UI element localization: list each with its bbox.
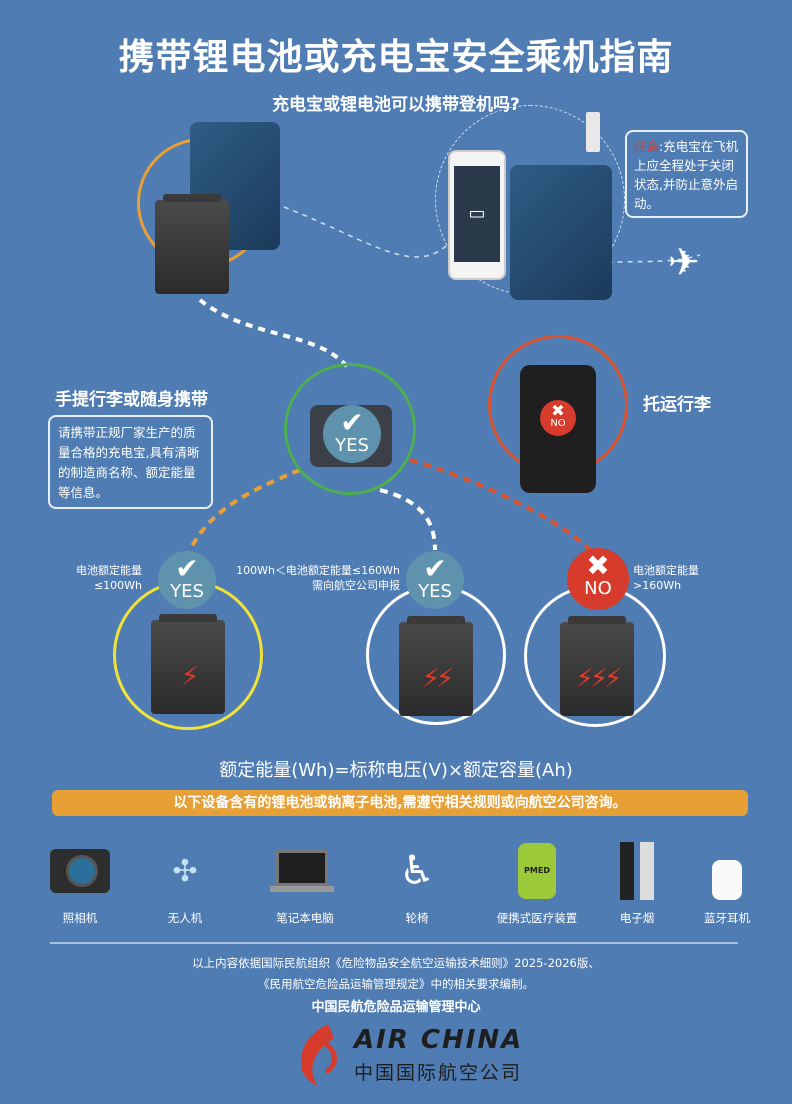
drone-icon: ✣ xyxy=(172,853,198,889)
cross-icon: ✖ xyxy=(551,401,565,420)
no-badge: ✖NO xyxy=(540,400,576,436)
flow-paths xyxy=(188,199,701,552)
badge-text: NO xyxy=(584,578,612,599)
divider xyxy=(50,942,738,944)
battery-icon: ⚡⚡ xyxy=(399,616,473,716)
device-wheelchair: ♿轮椅 xyxy=(372,840,462,926)
yes-badge: ✔YES xyxy=(158,551,216,609)
airplane-icon: ✈ xyxy=(668,240,700,284)
pmed-icon: PMED xyxy=(492,840,582,902)
carry-on-heading: 手提行李或随身携带 xyxy=(55,390,208,410)
bolt-icon: ⚡⚡⚡ xyxy=(575,664,623,694)
carry-on-info: 请携带正规厂家生产的质量合格的充电宝,具有清晰的制造商名称、额定能量等信息。 xyxy=(48,415,213,509)
logo-cn: 中国国际航空公司 xyxy=(354,1062,523,1084)
badge-text: YES xyxy=(170,581,204,602)
checked-heading: 托运行李 xyxy=(643,395,711,415)
powerbank-icon xyxy=(510,165,612,300)
footer-line-1: 以上内容依据国际民航组织《危险物品安全航空运输技术细则》2025-2026版、 xyxy=(192,956,600,970)
wheelchair-icon: ♿ xyxy=(399,848,435,894)
battery-off-icon: ▭ xyxy=(454,166,500,262)
no-badge: ✖NO xyxy=(567,548,629,610)
cross-icon: ✖ xyxy=(586,549,610,582)
logo-en: AIR CHINA xyxy=(354,1025,524,1055)
energy-formula: 额定能量(Wh)=标称电压(V)×额定容量(Ah) xyxy=(219,760,573,781)
battery-icon: ⚡⚡⚡ xyxy=(560,616,634,716)
laptop-icon xyxy=(260,840,350,902)
device-drone: ✣无人机 xyxy=(140,840,230,926)
note-label: 注意 xyxy=(634,139,660,154)
note-text: :充电宝在飞机上应全程处于关闭状态,并防止意外启动。 xyxy=(634,139,739,211)
usb-cable-icon xyxy=(586,112,600,152)
check-icon: ✔ xyxy=(423,552,447,585)
camera-icon xyxy=(35,840,125,902)
note-box: 注意:充电宝在飞机上应全程处于关闭状态,并防止意外启动。 xyxy=(625,130,748,218)
check-icon: ✔ xyxy=(340,406,364,439)
air-china-logo xyxy=(288,1020,348,1094)
page-title: 携带锂电池或充电宝安全乘机指南 xyxy=(118,37,674,78)
ecigarette-icon xyxy=(592,840,682,902)
tier-2-condition: 100Wh＜电池额定能量≤160Wh 需向航空公司申报 xyxy=(236,564,400,592)
footer-org: 中国民航危险品运输管理中心 xyxy=(311,1000,481,1015)
battery-icon: ⚡ xyxy=(151,614,225,714)
footer-line-2: 《民用航空危险品运输管理规定》中的相关要求编制。 xyxy=(258,977,534,991)
device-ecigarette: 电子烟 xyxy=(592,840,682,926)
battery-icon xyxy=(155,194,229,294)
phoenix-icon xyxy=(301,1024,337,1086)
bolt-icon: ⚡ xyxy=(180,662,199,692)
earbuds-icon xyxy=(682,840,772,902)
carry-on-circle xyxy=(284,363,416,495)
tier-3-condition: 电池额定能量 >160Wh xyxy=(633,564,699,592)
bolt-icon: ⚡⚡ xyxy=(421,664,455,694)
phone-icon: ▭ xyxy=(448,150,506,280)
yes-badge: ✔YES xyxy=(406,551,464,609)
device-laptop: 笔记本电脑 xyxy=(260,840,350,926)
tier-1-condition: 电池额定能量 ≤100Wh xyxy=(76,564,142,592)
device-camera: 照相机 xyxy=(35,840,125,926)
badge-text: YES xyxy=(335,435,369,456)
devices-banner: 以下设备含有的锂电池或钠离子电池,需遵守相关规则或向航空公司咨询。 xyxy=(52,790,748,816)
device-earbuds: 蓝牙耳机 xyxy=(682,840,772,926)
yes-badge: ✔YES xyxy=(323,405,381,463)
check-icon: ✔ xyxy=(175,552,199,585)
badge-text: NO xyxy=(550,418,566,429)
badge-text: YES xyxy=(418,581,452,602)
subtitle: 充电宝或锂电池可以携带登机吗? xyxy=(272,95,520,115)
